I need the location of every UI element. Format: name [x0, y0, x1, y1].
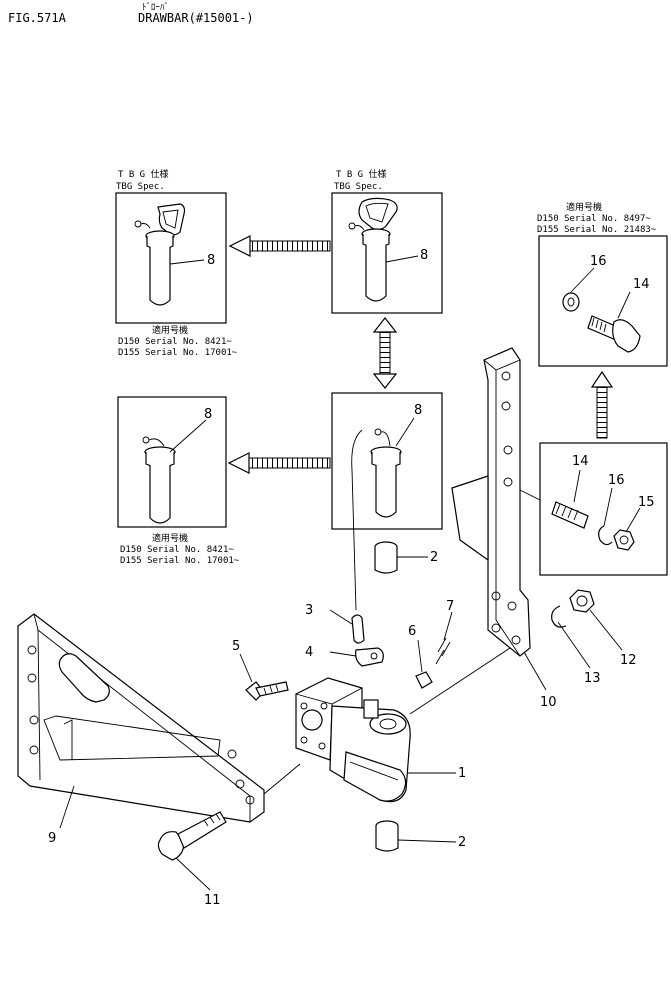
box-f-callout-16: 16 — [608, 473, 625, 488]
bushing-2-upper — [374, 541, 398, 574]
arrow-d-to-c — [227, 452, 331, 474]
box-d-callout: 8 — [414, 403, 422, 418]
detail-box-f: 14 16 15 — [539, 442, 668, 576]
fitting-6 — [415, 671, 433, 689]
box-c-serial-1: D150 Serial No. 8421~ — [120, 545, 234, 555]
bolt-14-upper — [587, 315, 641, 353]
box-a-callout: 8 — [207, 253, 215, 268]
box-b-caption-en: TBG Spec. — [334, 182, 383, 192]
box-f-callout-14: 14 — [572, 454, 589, 469]
callout-2-lower: 2 — [458, 835, 466, 850]
washer-16-lower — [598, 525, 613, 546]
nut-15 — [613, 529, 635, 551]
arrow-b-to-d — [372, 317, 398, 389]
detail-box-c: 8 適用号機 D150 Serial No. 8421~ D155 Serial… — [117, 396, 240, 566]
callout-7: 7 — [446, 599, 454, 614]
box-c-applicable: 適用号機 — [152, 532, 188, 544]
callout-3: 3 — [305, 603, 313, 618]
bolt-5 — [245, 681, 289, 701]
detail-box-d: 8 — [331, 392, 443, 530]
box-f-callout-15: 15 — [638, 495, 655, 510]
callout-9: 9 — [48, 831, 56, 846]
bracket-10 — [451, 347, 531, 657]
callout-11: 11 — [204, 893, 221, 908]
box-e-serial-2: D155 Serial No. 21483~ — [537, 225, 657, 235]
bolt-11 — [157, 811, 227, 861]
bushing-2-lower — [375, 820, 399, 852]
box-a-caption-en: TBG Spec. — [116, 182, 165, 192]
hitch-pin-c — [142, 436, 176, 524]
box-e-callout-16: 16 — [590, 254, 607, 269]
washer-16-upper — [562, 292, 580, 312]
detail-box-e: 適用号機 D150 Serial No. 8497~ D155 Serial N… — [537, 201, 668, 367]
box-c-callout: 8 — [204, 407, 212, 422]
bolt-14-lower — [551, 501, 589, 529]
drawing-title: DRAWBAR(#15001-) — [138, 11, 254, 25]
chain-line — [351, 429, 363, 611]
kana-title: ﾄﾞﾛｰﾊﾞ — [142, 2, 169, 13]
callout-10: 10 — [540, 695, 557, 710]
box-b-callout: 8 — [420, 248, 428, 263]
arrow-b-to-a — [228, 235, 331, 257]
box-e-frame — [538, 235, 668, 367]
washer-13 — [551, 605, 567, 628]
hitch-pin-a — [134, 203, 186, 306]
callout-6: 6 — [408, 624, 416, 639]
hitch-pin-b — [348, 197, 398, 302]
pin-3 — [351, 614, 365, 644]
detail-box-b: T B G 仕様 TBG Spec. 8 — [331, 168, 443, 314]
box-b-caption-jp: T B G 仕様 — [336, 168, 387, 180]
cotter-7 — [435, 637, 451, 665]
bracket-9 — [17, 613, 265, 823]
box-e-callout-14: 14 — [633, 277, 650, 292]
hitch-pin-d — [370, 428, 402, 518]
box-e-serial-1: D150 Serial No. 8497~ — [537, 214, 651, 224]
callout-5: 5 — [232, 639, 240, 654]
callout-12: 12 — [620, 653, 637, 668]
arrow-f-to-e — [590, 370, 614, 439]
box-a-applicable: 適用号機 — [152, 324, 188, 336]
callout-2-upper: 2 — [430, 550, 438, 565]
callout-4: 4 — [305, 645, 313, 660]
box-a-caption-jp: T B G 仕様 — [118, 168, 169, 180]
callout-1: 1 — [458, 766, 466, 781]
box-a-serial-2: D155 Serial No. 17001~ — [118, 348, 238, 358]
nut-12 — [569, 589, 595, 613]
callout-13: 13 — [584, 671, 601, 686]
box-e-applicable: 適用号機 — [566, 201, 602, 213]
drawbar-1 — [295, 677, 411, 803]
detail-box-a: T B G 仕様 TBG Spec. 8 適用号機 D150 Serial No… — [115, 168, 238, 358]
clip-4 — [355, 647, 384, 667]
box-a-serial-1: D150 Serial No. 8421~ — [118, 337, 232, 347]
box-c-serial-2: D155 Serial No. 17001~ — [120, 556, 240, 566]
fig-label: FIG.571A — [8, 11, 67, 25]
